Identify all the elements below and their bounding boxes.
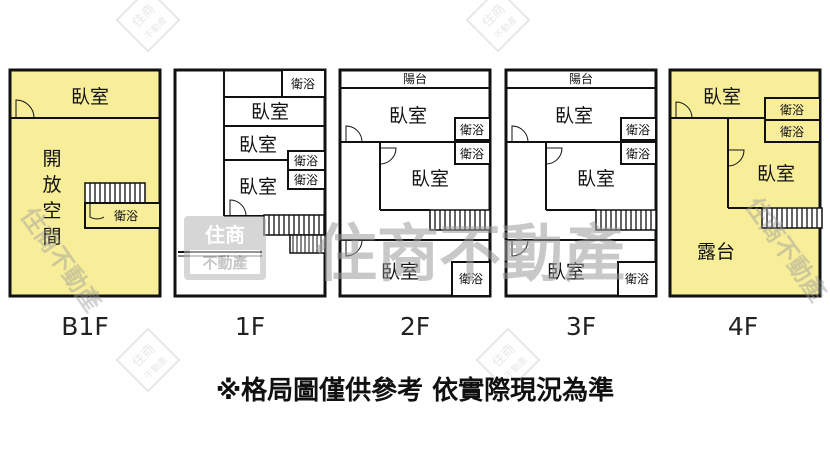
svg-text:住商: 住商: [205, 223, 245, 247]
svg-text:不動產: 不動產: [202, 254, 247, 272]
floor-label-b1f: B1F: [61, 312, 109, 341]
b1f-bedroom-label: 臥室: [71, 86, 109, 108]
3f-balcony-label: 陽台: [569, 71, 593, 86]
1f-bed2-label: 臥室: [239, 134, 277, 156]
4f-bed1-label: 臥室: [703, 86, 741, 108]
2f-bed2-label: 臥室: [411, 168, 449, 190]
2f-bath2-label: 衛浴: [460, 147, 484, 161]
4f-terrace-label: 露台: [697, 241, 735, 263]
floor-2f: 陽台 臥室 衛浴 衛浴 臥室 臥室 衛浴: [338, 68, 492, 298]
1f-bath3-label: 衛浴: [294, 173, 318, 187]
watermark-big-text: 住商不動產: [315, 217, 625, 290]
1f-bed1-label: 臥室: [251, 101, 289, 123]
2f-bed3-label: 臥室: [381, 261, 419, 283]
2f-balcony-label: 陽台: [403, 71, 427, 86]
2f-bath1-label: 衛浴: [460, 123, 484, 137]
3f-bed2-label: 臥室: [577, 168, 615, 190]
4f-bed2-label: 臥室: [757, 163, 795, 185]
3f-bath2-label: 衛浴: [626, 147, 650, 161]
floor-label-2f: 2F: [399, 312, 431, 341]
floor-label-3f: 3F: [565, 312, 597, 341]
1f-bath-top-label: 衛浴: [291, 77, 315, 91]
1f-bed3-label: 臥室: [239, 176, 277, 198]
4f-bath1-label: 衛浴: [780, 103, 804, 117]
b1f-open-label-1: 開: [42, 148, 61, 170]
floor-label-4f: 4F: [727, 312, 759, 341]
4f-bath2-label: 衛浴: [780, 125, 804, 139]
floor-3f: 陽台 臥室 衛浴 衛浴 臥室 臥室 衛浴: [504, 68, 658, 298]
watermark-center: 住商 不動產 住商不動產: [184, 216, 625, 290]
b1f-open-label-2: 放: [42, 174, 61, 196]
b1f-open-label-4: 間: [42, 226, 61, 248]
floor-b1f: 臥室 開 放 空 間 衛浴: [8, 68, 162, 298]
3f-bed1-label: 臥室: [555, 105, 593, 127]
b1f-stairs: [84, 182, 146, 204]
2f-bath3-label: 衛浴: [459, 272, 483, 286]
3f-bed3-label: 臥室: [547, 261, 585, 283]
floor-label-1f: 1F: [234, 312, 266, 341]
b1f-bath-label: 衛浴: [114, 209, 138, 223]
disclaimer-note: ※格局圖僅供參考 依實際現況為準: [215, 376, 615, 406]
b1f-open-label-3: 空: [42, 200, 61, 222]
2f-bed1-label: 臥室: [389, 105, 427, 127]
floor-4f: 臥室 衛浴 衛浴 臥室 露台: [668, 68, 823, 298]
3f-bath1-label: 衛浴: [626, 123, 650, 137]
1f-bath2-label: 衛浴: [294, 154, 318, 168]
3f-bath3-label: 衛浴: [625, 272, 649, 286]
